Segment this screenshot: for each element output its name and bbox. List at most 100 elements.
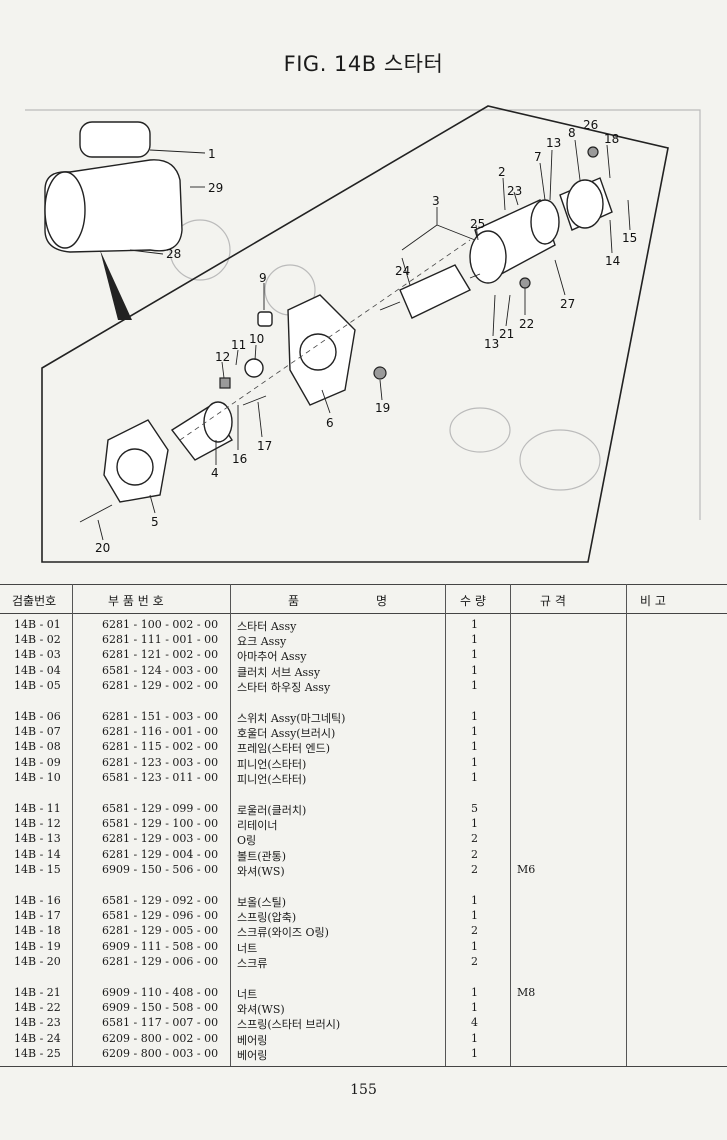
cell-qty: 1 [471,725,478,739]
cell-qty: 1 [471,633,478,647]
cell-qty: 1 [471,817,478,831]
cell-part-no: 6581 - 129 - 099 - 00 [102,802,219,815]
table-row: 14B - 21 6909 - 110 - 408 - 00 너트 1 M8 [0,986,727,1001]
cell-name: 피니언(스타터) [237,772,307,786]
cell-qty: 1 [471,710,478,723]
diagram-label: 28 [166,247,181,261]
cell-no: 14B - 04 [14,663,61,677]
cell-part-no: 6281 - 115 - 002 - 00 [102,740,219,754]
assembled-starter [44,121,206,320]
clutch-assembly [170,401,233,461]
cell-qty: 1 [471,740,478,754]
cell-name: 스프링(압축) [237,911,297,925]
cell-part-no: 6281 - 121 - 002 - 00 [102,648,219,662]
cell-no: 14B - 21 [14,986,61,999]
cell-part-no: 6281 - 116 - 001 - 00 [102,725,219,739]
column-divider [230,584,231,1066]
diagram-label: 18 [604,132,619,146]
cell-no: 14B - 20 [14,954,61,968]
column-divider [72,584,73,1066]
cell-part-no: 6281 - 151 - 003 - 00 [102,710,219,723]
diagram-label: 20 [95,541,110,555]
diagram-label: 29 [208,181,223,195]
cell-qty: 1 [471,909,478,923]
cell-qty: 1 [471,986,478,999]
column-divider [626,584,627,1066]
header-spec: 규 격 [540,594,566,608]
diagram-label: 15 [622,231,637,245]
cell-part-no: 6909 - 150 - 508 - 00 [102,1001,219,1015]
cell-no: 14B - 13 [14,832,61,846]
diagram-label: 8 [568,126,576,140]
header-part-no: 부 품 번 호 [108,594,164,608]
cell-part-no: 6581 - 123 - 011 - 00 [102,770,219,784]
cell-name: 스위치 Assy(마그네틱) [237,712,346,725]
cell-qty: 2 [471,847,478,861]
drive-end-frame [287,294,356,406]
diagram-frame [41,105,669,563]
diagram-label: 7 [534,150,542,164]
diagram-label: 25 [470,217,485,231]
ghost-background [25,109,701,520]
diagram-label: 13 [546,136,561,150]
diagram-label: 13 [484,337,499,351]
diagram-label: 10 [249,332,264,346]
cell-part-no: 6281 - 129 - 004 - 00 [102,847,219,861]
cell-qty: 1 [471,618,478,631]
cell-no: 14B - 14 [14,847,61,861]
cell-part-no: 6281 - 129 - 002 - 00 [102,678,219,692]
cell-no: 14B - 15 [14,862,61,876]
starter-housing [79,419,169,523]
cell-qty: 4 [471,1016,478,1030]
cell-name: 로울러(클러치) [237,804,307,817]
cell-no: 14B - 22 [14,1001,61,1015]
cell-name: 스프링(스타터 브러시) [237,1018,341,1032]
cell-name: 피니언(스타터) [237,757,307,771]
cell-spec: M8 [517,986,536,999]
cell-no: 14B - 17 [14,909,61,923]
cell-name: 스크류(와이즈 O링) [237,926,329,940]
cell-part-no: 6581 - 129 - 100 - 00 [102,817,219,831]
cell-name: 아마추어 Assy [237,650,307,664]
cell-name: 너트 [237,988,258,1001]
cell-part-no: 6581 - 117 - 007 - 00 [102,1016,219,1030]
diagram-label: 4 [211,466,219,480]
diagram-label: 21 [499,327,514,341]
cell-qty: 1 [471,939,478,953]
cell-no: 14B - 12 [14,817,61,831]
cell-name: 요크 Assy [237,635,287,649]
cell-no: 14B - 09 [14,755,61,769]
cell-name: 와셔(WS) [237,1003,285,1017]
cell-no: 14B - 10 [14,770,61,784]
cell-name: 베어링 [237,1033,268,1047]
cell-qty: 1 [471,894,478,907]
cell-no: 14B - 05 [14,678,61,692]
cell-no: 14B - 19 [14,939,61,953]
header-qty: 수 량 [460,594,486,608]
cell-name: O링 [237,834,257,848]
cell-part-no: 6581 - 129 - 092 - 00 [102,894,219,907]
cell-no: 14B - 03 [14,648,61,662]
page-number: 155 [350,1082,377,1098]
cell-part-no: 6909 - 110 - 408 - 00 [102,986,219,999]
diagram-label: 6 [326,416,334,430]
table-bottom-rule [0,1066,727,1067]
cell-part-no: 6209 - 800 - 002 - 00 [102,1031,219,1045]
cell-name: 보올(스틸) [237,896,287,909]
header-note: 비 고 [640,594,666,608]
diagram-label: 24 [395,264,410,278]
diagram-label: 19 [375,401,390,415]
diagram-label: 1 [208,147,216,161]
cell-no: 14B - 07 [14,725,61,739]
diagram-label: 11 [231,338,246,352]
diagram-label: 2 [498,165,506,179]
